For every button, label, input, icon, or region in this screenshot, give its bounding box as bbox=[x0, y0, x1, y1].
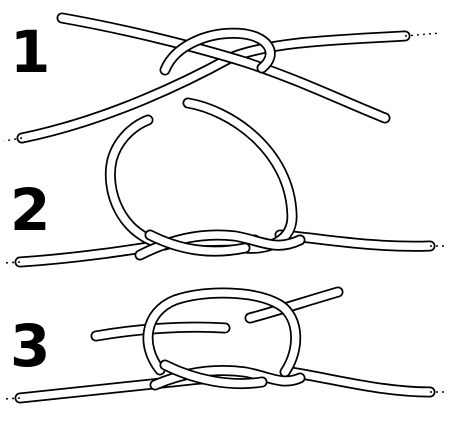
step-2-loop-right bbox=[188, 103, 292, 248]
step-3-working-end-left bbox=[96, 327, 225, 336]
step-3-figure: 3 bbox=[4, 292, 446, 399]
step-1-figure: 1 bbox=[4, 18, 440, 141]
step-1-label: 1 bbox=[10, 18, 50, 86]
step-2-label: 2 bbox=[10, 176, 50, 244]
step-3-label: 3 bbox=[10, 312, 50, 380]
step-2-loop-left bbox=[110, 120, 165, 245]
step-3-standing-rope-right bbox=[290, 372, 430, 392]
step-3-twist bbox=[155, 365, 300, 385]
